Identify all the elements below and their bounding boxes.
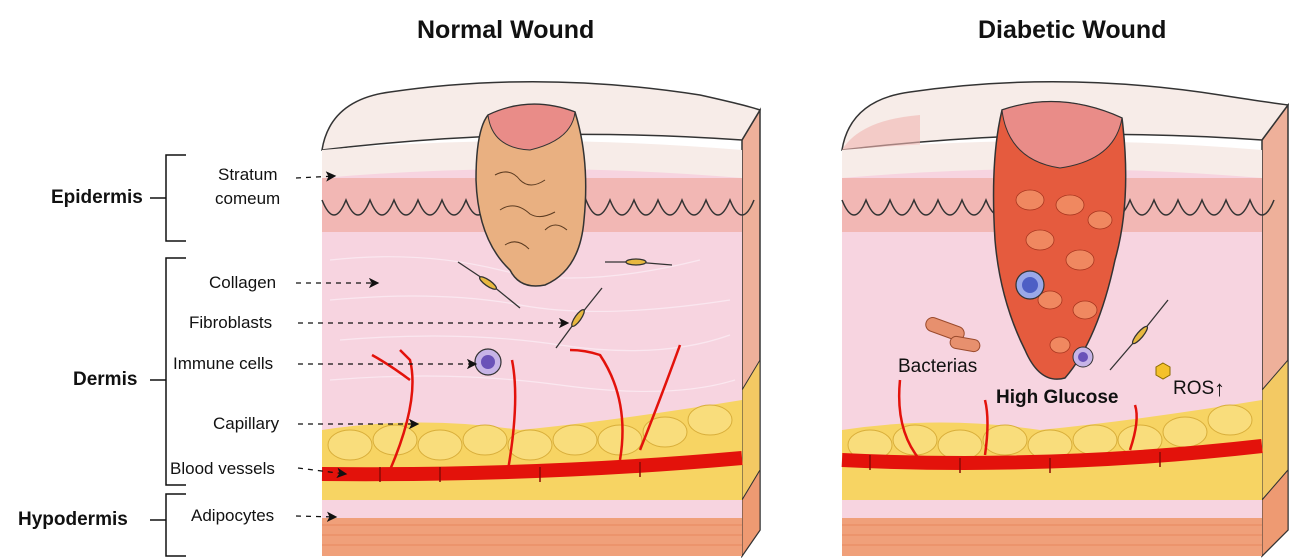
label-stratum-line1: Stratum <box>218 165 278 185</box>
label-ros: ROS <box>1173 378 1214 400</box>
label-immune-cells: Immune cells <box>173 354 273 374</box>
label-fibroblasts: Fibroblasts <box>189 313 272 333</box>
ros-up-arrow-icon: ↑ <box>1214 376 1225 402</box>
normal-skin-block <box>322 82 760 556</box>
ros-hexagon <box>1156 363 1170 379</box>
immune-cell <box>475 349 501 375</box>
label-adipocytes: Adipocytes <box>191 506 274 526</box>
layer-label-dermis: Dermis <box>73 369 137 391</box>
label-blood-vessels: Blood vessels <box>170 459 275 479</box>
label-stratum-line2: comeum <box>215 189 280 209</box>
layer-label-epidermis: Epidermis <box>51 187 143 209</box>
layer-label-hypodermis: Hypodermis <box>18 509 128 531</box>
title-diabetic-wound: Diabetic Wound <box>978 16 1166 45</box>
label-collagen: Collagen <box>209 273 276 293</box>
label-bacterias: Bacterias <box>898 356 977 378</box>
diabetic-skin-block <box>842 82 1288 556</box>
label-high-glucose: High Glucose <box>996 387 1118 409</box>
label-capillary: Capillary <box>213 414 279 434</box>
title-normal-wound: Normal Wound <box>417 16 594 45</box>
